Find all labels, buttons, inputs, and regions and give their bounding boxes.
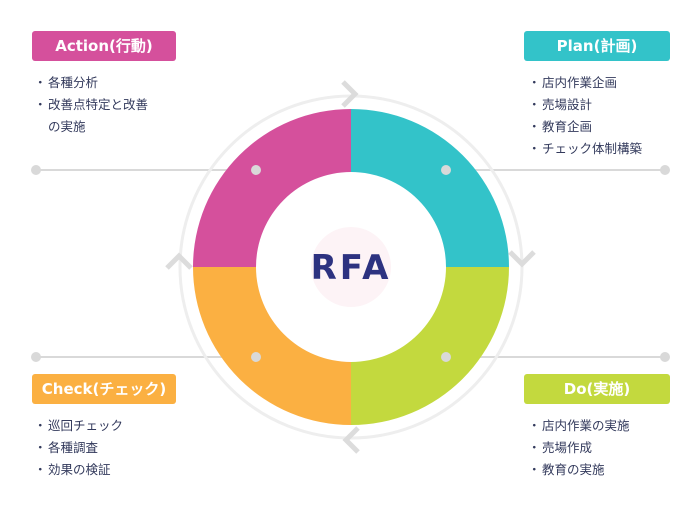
action-connector-dot-outer [31,165,41,175]
list-item: 各種調査 [34,437,184,459]
check-connector-dot-inner [251,352,261,362]
do-connector-dot-outer [660,352,670,362]
list-item: 改善点特定と改善 の実施 [34,94,184,138]
plan-connector-dot-outer [660,165,670,175]
list-item: 効果の検証 [34,459,184,481]
list-item: 売場設計 [528,94,688,116]
action-item-list: 各種分析 改善点特定と改善 の実施 [34,72,184,138]
list-item: 各種分析 [34,72,184,94]
action-segment [193,109,351,267]
do-connector-dot-inner [441,352,451,362]
chevron-right-icon [341,80,359,108]
list-item: 店内作業企画 [528,72,688,94]
plan-item-list: 店内作業企画 売場設計 教育企画 チェック体制構築 [528,72,688,160]
action-label: Action(行動) [32,31,176,61]
plan-connector-dot-inner [441,165,451,175]
check-label: Check(チェック) [32,374,176,404]
center-glow [311,227,391,307]
check-segment [193,267,351,425]
list-item: 教育企画 [528,116,688,138]
list-item: 教育の実施 [528,459,688,481]
do-label: Do(実施) [524,374,670,404]
action-connector-dot-inner [251,165,261,175]
chevron-up-icon [165,252,193,270]
plan-segment [351,109,509,267]
center-label: RFA [311,248,392,288]
list-item: 巡回チェック [34,415,184,437]
check-connector-dot-outer [31,352,41,362]
check-item-list: 巡回チェック 各種調査 効果の検証 [34,415,184,481]
plan-label: Plan(計画) [524,31,670,61]
chevron-left-icon [342,426,360,454]
do-segment [351,267,509,425]
list-item: チェック体制構築 [528,138,688,160]
list-item: 店内作業の実施 [528,415,688,437]
do-item-list: 店内作業の実施 売場作成 教育の実施 [528,415,688,481]
list-item: 売場作成 [528,437,688,459]
chevron-down-icon [508,250,536,268]
